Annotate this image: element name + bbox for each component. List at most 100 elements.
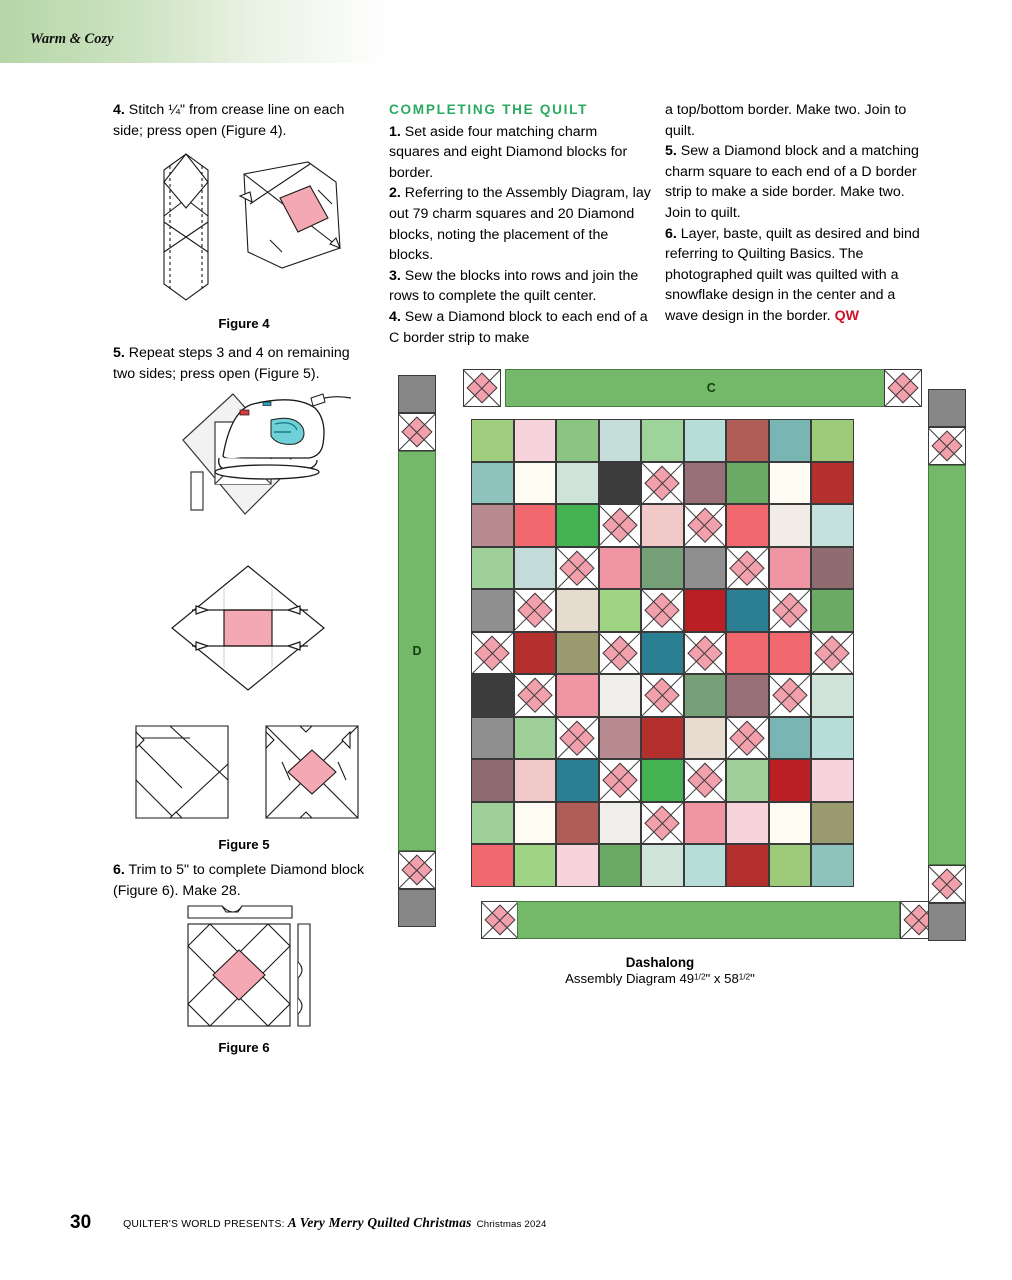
completing-step-5-number: 5. <box>665 143 677 160</box>
step-6-block: 6. Trim to 5" to complete Diamond block … <box>113 860 375 901</box>
border-diamond-block <box>463 369 501 407</box>
diamond-block <box>683 631 726 674</box>
figure-6-illustration <box>180 902 320 1035</box>
completing-step-6: 6. Layer, baste, quilt as desired and bi… <box>665 224 927 327</box>
charm-square <box>683 589 726 632</box>
completing-step-6-number: 6. <box>665 225 677 242</box>
charm-square <box>726 801 769 844</box>
step-6-text: Trim to 5" to complete Diamond block (Fi… <box>113 862 365 899</box>
charm-square <box>768 844 811 887</box>
charm-square <box>641 631 684 674</box>
corner-charm-square <box>398 889 436 927</box>
diamond-block <box>598 759 641 802</box>
charm-square <box>513 844 556 887</box>
completing-step-3: 3. Sew the blocks into rows and join the… <box>389 266 651 307</box>
completing-step-2: 2. Referring to the Assembly Diagram, la… <box>389 183 651 265</box>
figure-6-caption: Figure 6 <box>218 1040 270 1055</box>
charm-square <box>556 801 599 844</box>
charm-square <box>726 504 769 547</box>
completing-step-6-text: Layer, baste, quilt as desired and bind … <box>665 225 920 324</box>
completing-step-4: 4. Sew a Diamond block to each end of a … <box>389 307 651 348</box>
completing-step-5-text: Sew a Diamond block and a matching charm… <box>665 143 919 221</box>
diamond-block <box>598 631 641 674</box>
charm-square <box>598 589 641 632</box>
completing-step-4-text: Sew a Diamond block to each end of a C b… <box>389 309 648 346</box>
charm-square <box>513 419 556 462</box>
running-head-banner: Warm & Cozy <box>0 0 390 63</box>
charm-square <box>598 674 641 717</box>
completing-step-3-text: Sew the blocks into rows and join the ro… <box>389 267 639 305</box>
figure-5-caption: Figure 5 <box>218 837 270 852</box>
charm-square <box>811 546 854 589</box>
completing-step-5: 5. Sew a Diamond block and a matching ch… <box>665 141 927 223</box>
charm-square <box>471 546 514 589</box>
charm-square <box>811 589 854 632</box>
charm-square <box>683 546 726 589</box>
completing-step-1-number: 1. <box>389 123 401 140</box>
border-diamond-block <box>481 900 519 939</box>
diamond-block <box>556 546 599 589</box>
charm-square <box>726 589 769 632</box>
diamond-block <box>556 716 599 759</box>
diamond-block <box>726 716 769 759</box>
charm-square <box>683 419 726 462</box>
diamond-block <box>513 589 556 632</box>
charm-square <box>726 461 769 504</box>
caption-middle: " x 58 <box>705 971 739 986</box>
corner-charm-square <box>398 375 436 413</box>
figure-5-block-pair <box>130 718 370 833</box>
step-5-text: Repeat steps 3 and 4 on remaining two si… <box>113 345 350 382</box>
border-diamond-block <box>927 427 966 465</box>
step-4-text: Stitch ¼" from crease line on each side;… <box>113 102 345 139</box>
charm-square <box>811 716 854 759</box>
side-border-strip-d: D <box>398 451 436 851</box>
charm-square <box>811 674 854 717</box>
side-border-strip-d <box>927 465 966 865</box>
charm-square <box>556 674 599 717</box>
middle-text-column: COMPLETING THE QUILT 1. Set aside four m… <box>389 100 651 348</box>
charm-square <box>683 844 726 887</box>
completing-step-1-text: Set aside four matching charm squares an… <box>389 123 628 181</box>
step-5-number: 5. <box>113 345 125 361</box>
charm-square <box>513 759 556 802</box>
charm-square <box>811 419 854 462</box>
diamond-block <box>513 674 556 717</box>
charm-square <box>598 461 641 504</box>
charm-square <box>683 801 726 844</box>
charm-square <box>768 546 811 589</box>
charm-square <box>683 716 726 759</box>
charm-square <box>471 504 514 547</box>
charm-square <box>726 631 769 674</box>
charm-square <box>811 504 854 547</box>
completing-step-2-text: Referring to the Assembly Diagram, lay o… <box>389 185 651 264</box>
issue-date: Christmas 2024 <box>476 1219 547 1230</box>
caption-fraction-1: 1/2 <box>694 972 706 982</box>
charm-square <box>556 631 599 674</box>
diamond-block <box>598 504 641 547</box>
charm-square <box>598 716 641 759</box>
charm-square <box>513 461 556 504</box>
charm-square <box>811 844 854 887</box>
charm-square <box>641 504 684 547</box>
charm-square <box>513 801 556 844</box>
diamond-block <box>768 589 811 632</box>
right-text-column: a top/bottom border. Make two. Join to q… <box>665 100 927 327</box>
diamond-block <box>811 631 854 674</box>
charm-square <box>598 546 641 589</box>
iron-pressing-illustration <box>145 388 365 543</box>
charm-square <box>471 716 514 759</box>
book-title: A Very Merry Quilted Christmas <box>287 1215 472 1230</box>
quilt-name: Dashalong <box>625 955 695 970</box>
charm-square <box>471 759 514 802</box>
completing-step-4-number: 4. <box>389 309 401 326</box>
step-4-number: 4. <box>113 102 125 118</box>
caption-suffix: " <box>750 971 755 986</box>
step-5-paragraph: 5. Repeat steps 3 and 4 on remaining two… <box>113 343 375 384</box>
charm-square <box>811 801 854 844</box>
charm-square <box>641 716 684 759</box>
corner-charm-square <box>927 903 966 941</box>
charm-square <box>513 716 556 759</box>
border-diamond-block <box>398 851 436 889</box>
